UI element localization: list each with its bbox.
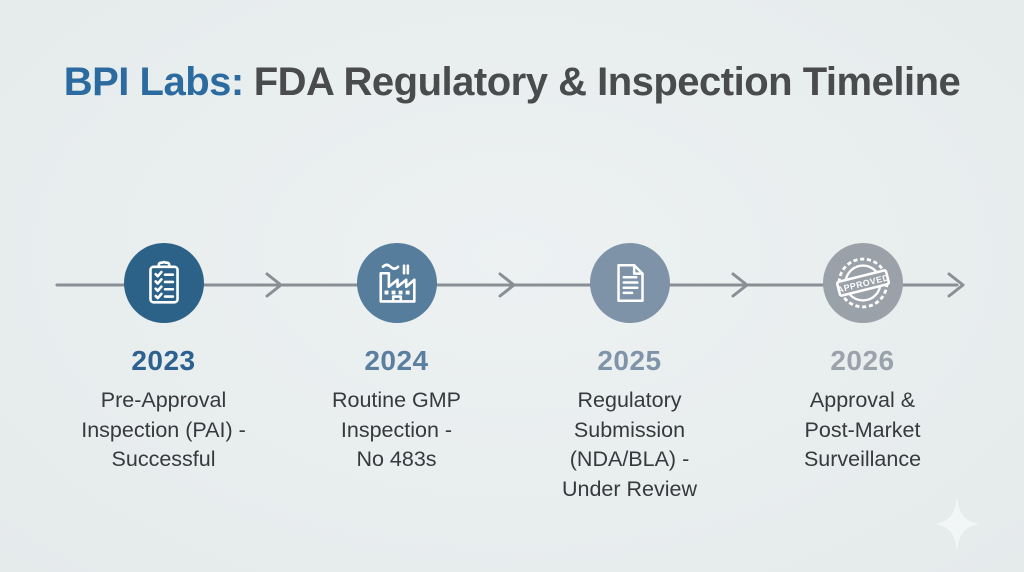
document-icon (616, 264, 644, 302)
arrowhead-icon (947, 272, 965, 298)
approved-stamp-icon: APPROVED (835, 257, 890, 309)
page-title: BPI Labs:FDA Regulatory & Inspection Tim… (0, 60, 1024, 105)
milestone-columns: 2023 Pre-Approval Inspection (PAI) - Suc… (47, 243, 979, 505)
milestone-year: 2023 (131, 345, 196, 376)
milestone-2026: APPROVED 2026 Approval & Post-Market Sur… (746, 243, 979, 505)
page-title-brand: BPI Labs: (63, 60, 244, 104)
page-title-rest: FDA Regulatory & Inspection Timeline (253, 60, 961, 104)
milestone-circle (589, 243, 670, 323)
milestone-circle: APPROVED (822, 243, 903, 323)
milestone-2024: 2024 Routine GMP Inspection - No 483s (280, 243, 513, 505)
milestone-2025: 2025 Regulatory Submission (NDA/BLA) - U… (513, 243, 746, 505)
checklist-clipboard-icon (148, 260, 179, 304)
arrowhead-icon (265, 272, 283, 298)
milestone-caption: Regulatory Submission (NDA/BLA) - Under … (561, 388, 698, 501)
milestone-year: 2024 (364, 345, 429, 376)
milestone-year: 2025 (597, 345, 662, 376)
sparkle-icon (935, 497, 979, 551)
arrowhead-icon (498, 272, 516, 298)
milestone-circle (123, 243, 204, 323)
milestone-circle (356, 243, 437, 323)
milestone-2023: 2023 Pre-Approval Inspection (PAI) - Suc… (47, 243, 280, 505)
milestone-caption: Routine GMP Inspection - No 483s (331, 388, 462, 472)
milestone-caption: Approval & Post-Market Surveillance (803, 388, 922, 472)
milestone-caption: Pre-Approval Inspection (PAI) - Successf… (81, 388, 246, 472)
arrowhead-icon (731, 272, 749, 298)
milestone-year: 2026 (830, 345, 895, 376)
factory-icon (378, 263, 416, 303)
